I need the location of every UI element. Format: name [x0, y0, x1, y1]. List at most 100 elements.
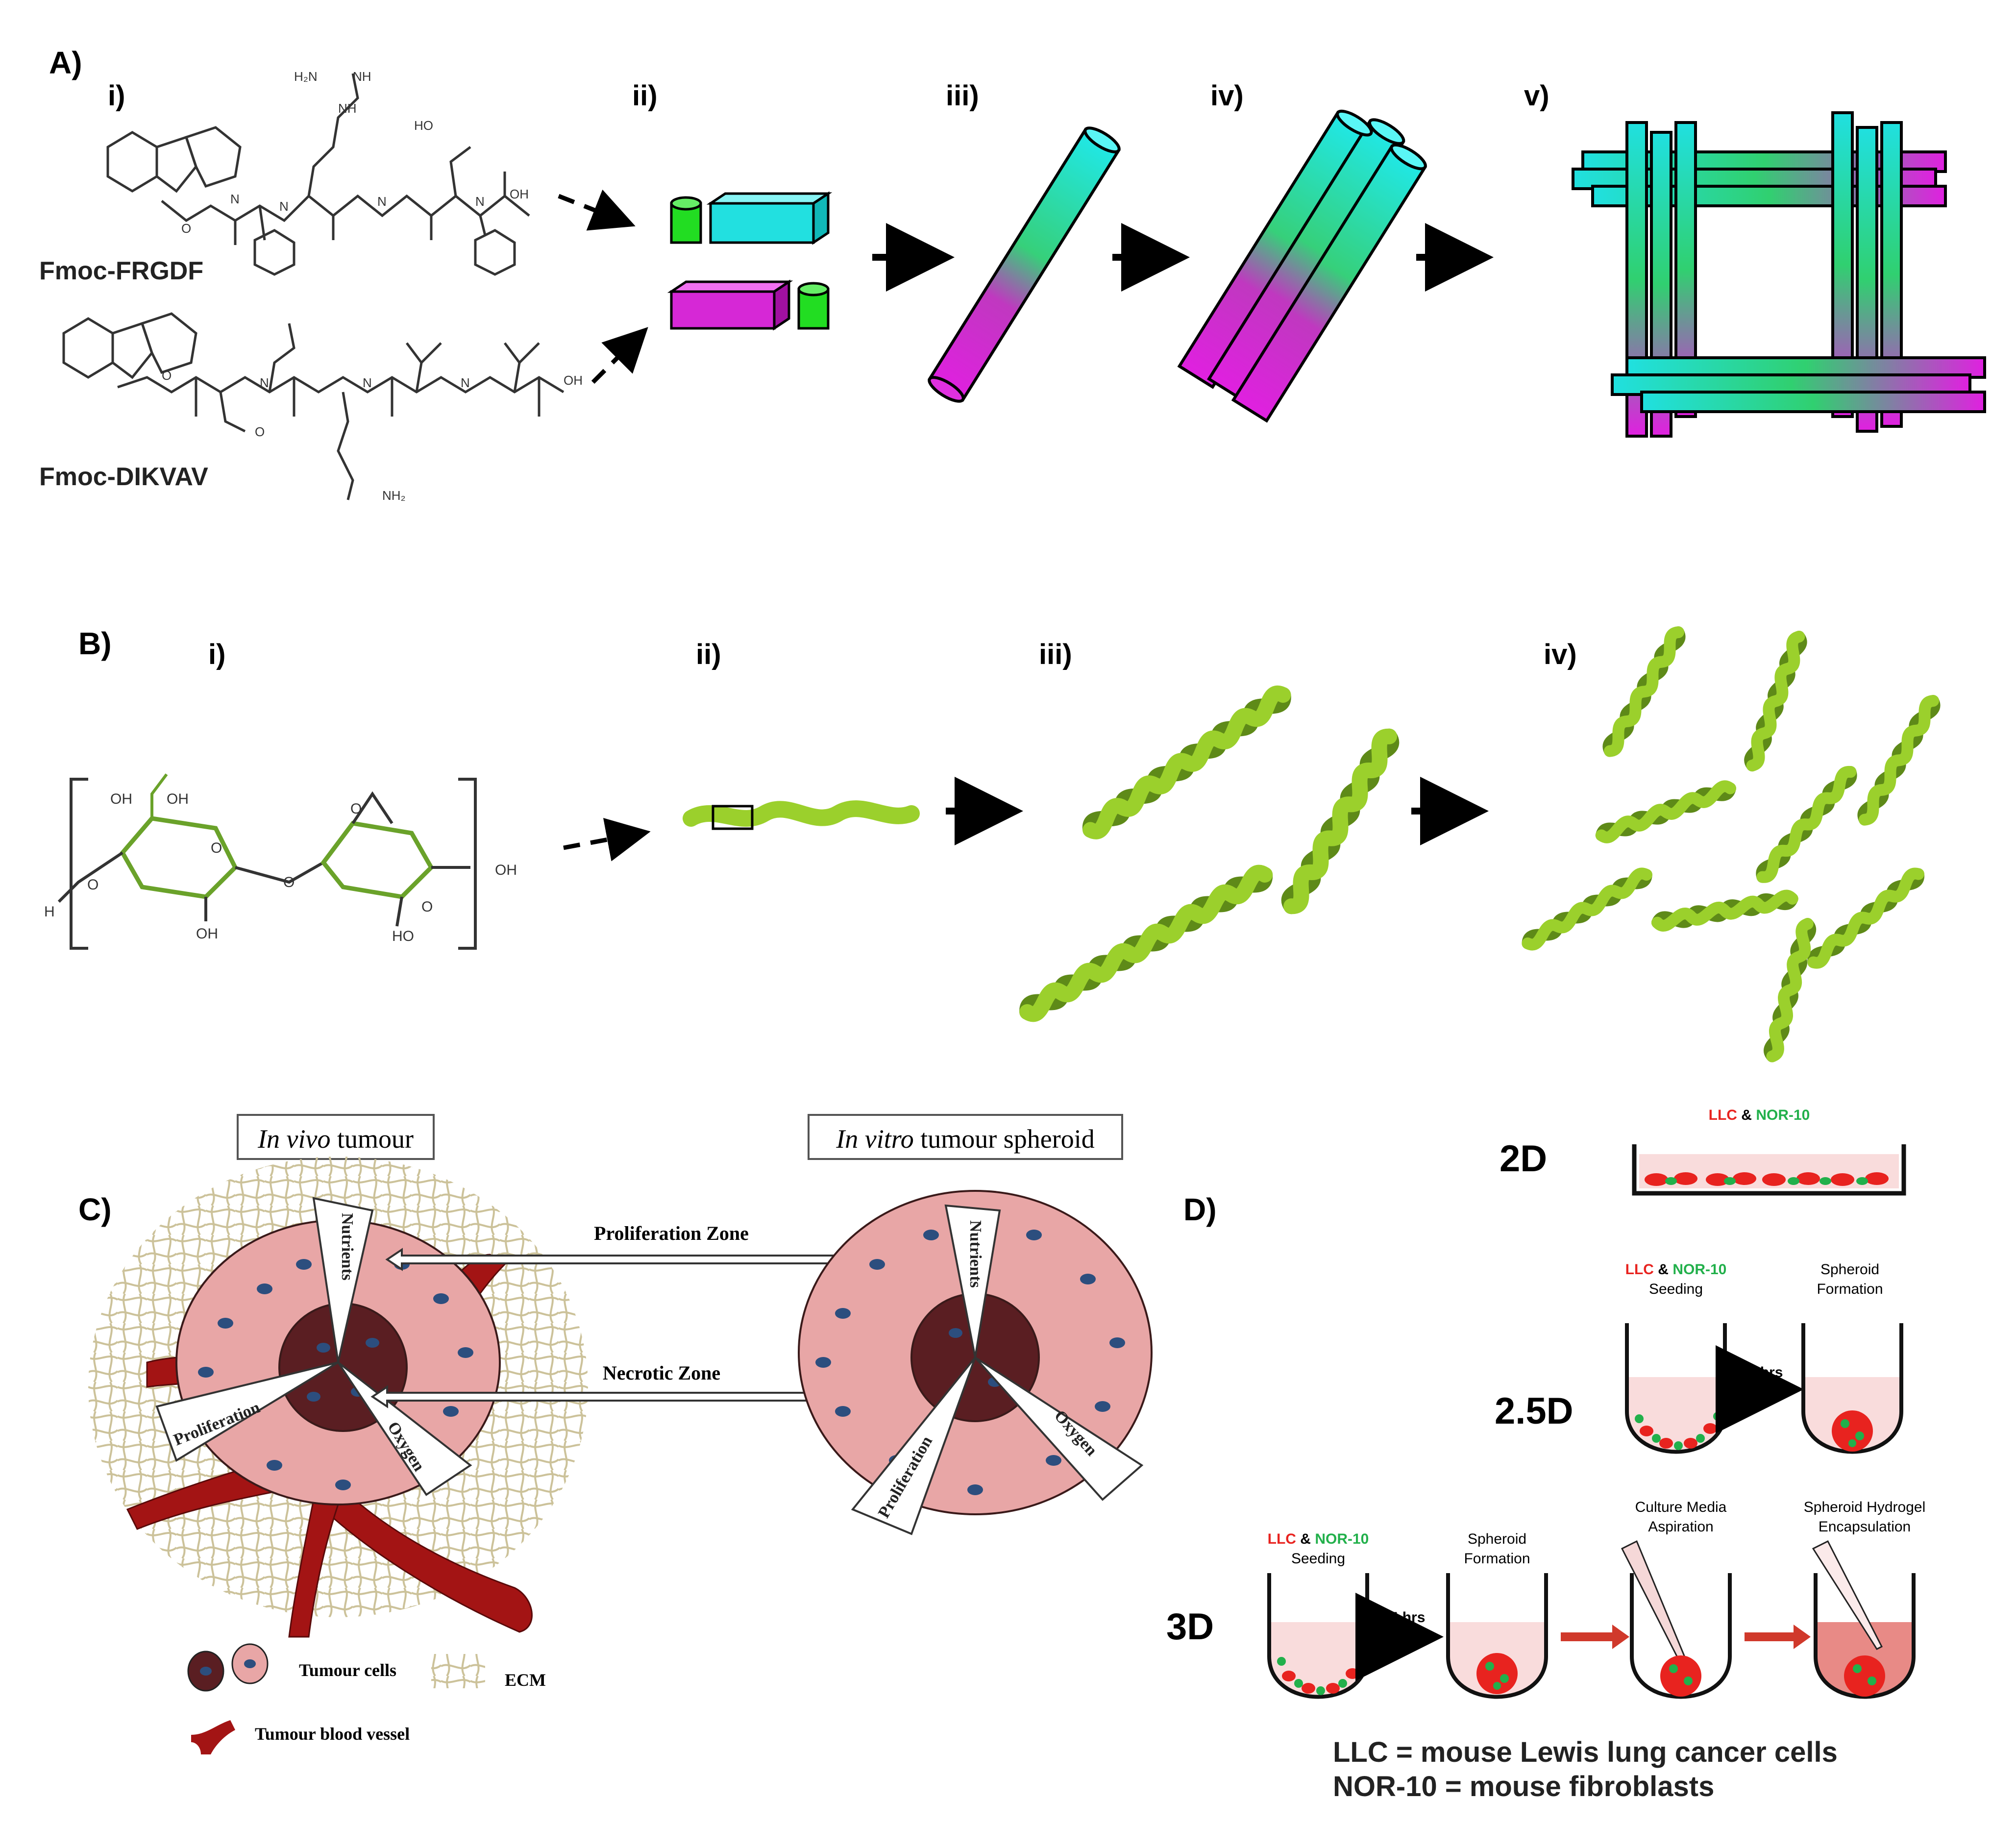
row-2d-nor: NOR-10: [1756, 1107, 1810, 1123]
invivo-proliferation-wedge: [155, 1361, 339, 1462]
row-25d-amp: &: [1654, 1261, 1672, 1278]
atom-nh-arg: NH: [338, 101, 357, 116]
row-2d-dish: [1632, 1144, 1906, 1196]
atom-oh-b3: OH: [196, 926, 218, 942]
atom-n-2: N: [279, 199, 289, 214]
invivo-title-rest: tumour: [330, 1124, 414, 1154]
agarose-atom-labels: OH OH O O O O O H OH HO OH: [44, 791, 517, 944]
fmoc-frgdf-structure: [106, 73, 530, 276]
row-25d-llc: LLC: [1625, 1261, 1654, 1278]
invitro-proliferation-wedge: [851, 1356, 976, 1535]
row-25d-spheroid-label: Spheroid: [1820, 1261, 1879, 1278]
invitro-nutrients-label: Nutrients: [966, 1220, 984, 1288]
row-3d-arrow-red-2-head: [1794, 1625, 1811, 1649]
invivo-title-italic: In vivo: [257, 1124, 330, 1154]
atom-n-5: N: [260, 375, 269, 390]
fmoc-dikvav-name: Fmoc-DIKVAV: [39, 463, 208, 491]
atom-o-b5: O: [87, 877, 98, 893]
atom-oh-b4: OH: [495, 862, 517, 878]
row-3d-well-seeding: [1267, 1573, 1369, 1699]
row-3d-well-spheroid: [1446, 1573, 1548, 1699]
row-2d-amp: &: [1737, 1107, 1756, 1123]
fmoc-dikvav-atom-labels: OH NH₂ O O N N N: [162, 368, 583, 503]
row-3d-arrow-red-1-head: [1612, 1625, 1629, 1649]
atom-nh-top: NH: [353, 69, 371, 84]
atom-n-7: N: [461, 375, 470, 390]
agarose-chain: [683, 800, 920, 830]
row-2d-llc: LLC: [1709, 1107, 1737, 1123]
row-25d-well-spheroid: [1801, 1323, 1903, 1454]
invivo-nutrients-label: Nutrients: [338, 1213, 356, 1281]
invivo-nutrients-wedge: [312, 1197, 374, 1363]
legend-vessel-label: Tumour blood vessel: [255, 1724, 410, 1744]
panel-a-step-i: i): [108, 80, 125, 112]
proliferation-zone-label: Proliferation Zone: [594, 1222, 749, 1244]
invitro-wedges: [851, 1204, 1144, 1535]
row-3d-amp: &: [1296, 1531, 1315, 1547]
invivo-title-box: [237, 1114, 435, 1160]
atom-o-1: O: [181, 221, 191, 236]
necrotic-zone-label: Necrotic Zone: [603, 1362, 720, 1384]
atom-nh2-lys: NH₂: [382, 488, 406, 503]
row-3d-nor: NOR-10: [1315, 1531, 1369, 1547]
atom-o-b3: O: [350, 801, 362, 817]
dashed-arrow-a1: [558, 189, 636, 231]
fmoc-dikvav-structure: [62, 312, 565, 500]
atom-n-3: N: [377, 194, 387, 209]
dashed-arrow-b: [563, 818, 651, 862]
invitro-title-box: [808, 1114, 1123, 1160]
panel-c: C) In vivo tumour In vitro tumour sphero…: [78, 1114, 1153, 1754]
row-3d-aspiration-label: Aspiration: [1648, 1519, 1713, 1535]
panel-a-step-ii: ii): [632, 80, 658, 112]
invitro-nutrients-wedge: [944, 1204, 1001, 1358]
proliferation-zone-arrow: Proliferation Zone: [385, 1222, 938, 1271]
panel-b-label: B): [78, 626, 112, 661]
panel-d-label: D): [1183, 1192, 1217, 1227]
row-25d-nor: NOR-10: [1672, 1261, 1726, 1278]
building-block-dikvav: [667, 279, 830, 331]
invivo-wedges: [155, 1197, 472, 1496]
dashed-arrow-a2: [591, 327, 648, 384]
legend-ecm-icon: [431, 1654, 485, 1688]
atom-oh-b2: OH: [167, 791, 189, 807]
fibre-bundle: [1177, 109, 1427, 423]
panel-a-label: A): [49, 45, 82, 80]
atom-ho-b: HO: [392, 928, 414, 944]
legend-vessel-icon: [191, 1720, 235, 1754]
row-25d-hrs-label: 24 hrs: [1740, 1364, 1783, 1381]
panel-b: B) i) ii) iii) iv) OH OH O O O O O H: [44, 626, 1941, 1062]
atom-o-b1: O: [211, 840, 222, 856]
atom-o-b4: O: [421, 899, 433, 915]
row-3d-seeding-label: Seeding: [1291, 1551, 1345, 1567]
row-3d-well-aspiration: [1621, 1540, 1732, 1699]
fmoc-frgdf-name: Fmoc-FRGDF: [39, 257, 203, 285]
atom-h2n: H₂N: [294, 69, 318, 84]
fibre-network: [1572, 111, 1986, 438]
atom-o-b2: O: [283, 874, 295, 890]
row-3d-llc: LLC: [1268, 1531, 1296, 1547]
legend-tumour-cells-label: Tumour cells: [299, 1660, 396, 1680]
fmoc-frgdf-atom-labels: H₂N NH NH HO OH O N N N N: [181, 69, 529, 236]
agarose-structure: [57, 773, 477, 950]
panel-a: A) i) ii) iii) iv) v): [39, 45, 1986, 503]
row-25d-seeding-label: Seeding: [1649, 1281, 1703, 1297]
panel-b-step-iv: iv): [1544, 639, 1577, 670]
panel-a-step-iv: iv): [1210, 80, 1244, 112]
definition-nor10: NOR-10 = mouse fibroblasts: [1333, 1771, 1714, 1802]
row-3d-well-encapsulation: [1812, 1540, 1916, 1699]
row-2d-label: 2D: [1500, 1138, 1547, 1180]
row-25d-label: 2.5D: [1495, 1390, 1573, 1432]
row-3d-spheroid-hydrogel-label: Spheroid Hydrogel: [1804, 1499, 1925, 1515]
atom-o-3: O: [162, 368, 172, 383]
invivo-oxygen-wedge: [337, 1361, 472, 1496]
panel-c-legend: Tumour cells ECM Tumour blood vessel: [187, 1643, 546, 1754]
panel-b-step-iii: iii): [1039, 639, 1072, 670]
atom-oh-dikvav: OH: [564, 373, 583, 388]
atom-n-6: N: [363, 375, 372, 390]
building-block-frgdf: [670, 191, 833, 245]
atom-n-4: N: [475, 194, 485, 209]
panel-c-label: C): [78, 1192, 112, 1227]
panel-b-step-i: i): [208, 639, 225, 670]
row-25d-cells-label: LLC & NOR-10: [1625, 1261, 1727, 1278]
invitro-title-italic: In vitro: [836, 1124, 913, 1154]
